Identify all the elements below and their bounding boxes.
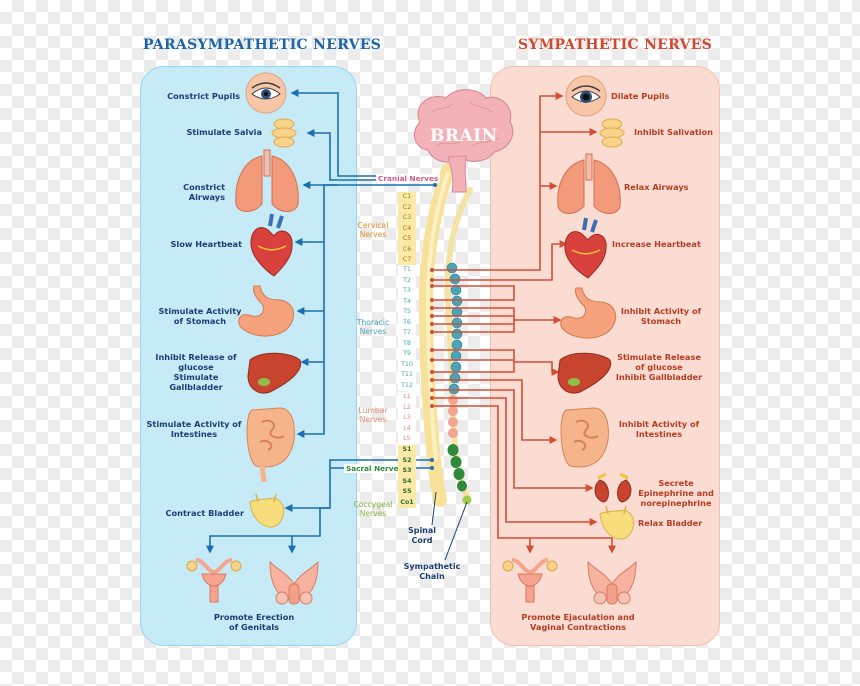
male-reproductive-icon-left <box>269 560 319 605</box>
spinal-cord <box>418 163 455 507</box>
eye-icon-left <box>245 72 287 114</box>
lungs-icon-right <box>557 153 621 214</box>
bladder-icon-right <box>599 505 635 540</box>
male-reproductive-icon-right <box>587 560 637 605</box>
label-relax-bladder: Relax Bladder <box>638 518 703 528</box>
label-increase-heartbeat: Increase Heartbeat <box>612 239 701 249</box>
heart-icon-right <box>564 217 607 279</box>
liver-icon-left <box>247 352 302 394</box>
brain-illustration <box>413 89 514 193</box>
label-slow-heartbeat: Slow Heartbeat <box>170 239 242 249</box>
salivary-gland-icon-left <box>271 118 297 148</box>
stomach-icon-right <box>560 287 617 339</box>
adrenal-kidney-icon-right <box>594 472 632 503</box>
label-dilate-pupils: Dilate Pupils <box>611 91 670 101</box>
label-constrict-airways: Constrict Airways <box>183 182 225 202</box>
female-reproductive-icon-right <box>502 558 558 603</box>
label-inhibit-salivation: Inhibit Salivation <box>634 127 714 137</box>
female-reproductive-icon-left <box>186 558 242 603</box>
parasympathetic-title: PARASYMPATHETIC NERVES <box>143 37 382 53</box>
intestines-icon-right <box>560 407 609 468</box>
sacral-nerves-label: Sacral Nerves <box>344 464 405 473</box>
brain-label: BRAIN <box>430 126 498 146</box>
cranial-nerves-label: Cranial Nerves <box>376 174 441 183</box>
sympathetic-pathways <box>432 92 616 554</box>
parasympathetic-pathways <box>206 89 435 554</box>
label-relax-airways: Relax Airways <box>624 182 689 192</box>
eye-icon-right <box>565 75 607 117</box>
label-contract-bladder: Contract Bladder <box>165 508 244 518</box>
heart-icon-left <box>250 213 293 277</box>
intestines-icon-left <box>246 407 295 483</box>
bladder-icon-left <box>249 493 285 528</box>
lungs-icon-left <box>235 149 299 212</box>
sympathetic-title: SYMPATHETIC NERVES <box>518 37 713 53</box>
label-constrict-pupils: Constrict Pupils <box>167 91 240 101</box>
salivary-gland-icon-right <box>599 118 625 148</box>
label-stimulate-salvia: Stimulate Salvia <box>186 127 262 137</box>
stomach-icon-left <box>238 285 295 337</box>
sympathetic-chain <box>444 187 473 505</box>
liver-icon-right <box>557 352 612 394</box>
